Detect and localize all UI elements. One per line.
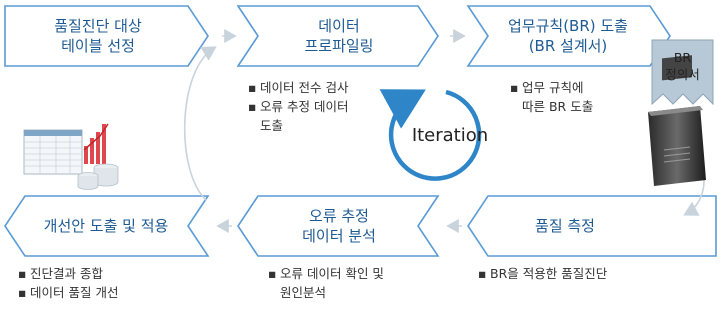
bullet-text: 데이터 전수 검사 — [260, 80, 349, 95]
step-3-label: 업무규칙(BR) 도출 (BR 설계서) — [480, 6, 656, 66]
step-4-bullets: ▪BR을 적용한 품질진단 — [478, 264, 678, 283]
bullet-text: 오류 데이터 확인 및 — [280, 266, 384, 281]
step-5-bullets: ▪오류 데이터 확인 및 원인분석 — [268, 264, 438, 302]
step-2-bullets: ▪데이터 전수 검사 ▪오류 추정 데이터 도출 — [248, 78, 398, 135]
iteration-cycle-arrow — [379, 89, 482, 181]
bullet-item: 따른 BR 도출 — [510, 97, 640, 116]
step-3-shape — [466, 5, 671, 67]
step-6-label: 개선안 도출 및 적용 — [22, 196, 190, 256]
bullet-text: 업무 규칙에 — [522, 80, 584, 95]
br-doc-line2: 정의서 — [665, 67, 700, 82]
iteration-text: Iteration — [411, 125, 489, 146]
step-4-shape — [467, 195, 717, 257]
step-3-line2: (BR 설계서) — [528, 37, 608, 55]
step-6-line1: 개선안 도출 및 적용 — [43, 217, 169, 235]
step-1-label: 품질진단 대상 테이블 선정 — [8, 6, 188, 66]
bullet-text: BR을 적용한 품질진단 — [490, 266, 608, 281]
step-3-line1: 업무규칙(BR) 도출 — [508, 17, 628, 35]
step-1-line1: 품질진단 대상 — [54, 17, 142, 35]
step-4-label: 품질 측정 — [490, 196, 640, 256]
step-6-shape — [4, 195, 210, 257]
bullet-marker: ▪ — [248, 80, 257, 95]
bullet-text: 오류 추정 데이터 — [260, 99, 349, 114]
step-5-label: 오류 추정 데이터 분석 — [256, 196, 422, 256]
bullet-text: 진단결과 종합 — [30, 266, 103, 281]
bullet-text: 도출 — [260, 118, 284, 133]
flow-arrow-left — [183, 46, 217, 201]
br-doc-line1: BR — [673, 50, 692, 65]
bullet-text: 따른 BR 도출 — [522, 99, 594, 114]
step-2-shape — [236, 5, 439, 67]
bullet-item: ▪BR을 적용한 품질진단 — [478, 264, 678, 283]
bullet-item: 원인분석 — [268, 283, 438, 302]
bullet-marker: ▪ — [18, 285, 27, 300]
bullet-marker: ▪ — [248, 99, 257, 114]
step-5-line1: 오류 추정 — [309, 207, 369, 225]
server-icon — [648, 55, 706, 186]
bullet-item: ▪데이터 전수 검사 — [248, 78, 398, 97]
iteration-label: Iteration — [396, 122, 504, 150]
bullet-marker: ▪ — [478, 266, 487, 281]
bullet-text: 원인분석 — [280, 285, 327, 300]
bullet-item: 도출 — [248, 116, 398, 135]
step-2-label: 데이터 프로파일링 — [258, 6, 420, 66]
bullet-item: ▪업무 규칙에 — [510, 78, 640, 97]
step-5-line2: 데이터 분석 — [302, 227, 376, 245]
step-6-bullets: ▪진단결과 종합 ▪데이터 품질 개선 — [18, 264, 188, 302]
bullet-item: ▪진단결과 종합 — [18, 264, 188, 283]
step-1-shape — [4, 5, 209, 67]
report-illustration — [23, 123, 119, 190]
bullet-item: ▪오류 추정 데이터 — [248, 97, 398, 116]
bullet-item: ▪오류 데이터 확인 및 — [268, 264, 438, 283]
step-4-line1: 품질 측정 — [535, 217, 595, 235]
bullet-marker: ▪ — [18, 266, 27, 281]
bullet-item: ▪데이터 품질 개선 — [18, 283, 188, 302]
step-2-line1: 데이터 — [318, 17, 360, 35]
step-2-line2: 프로파일링 — [304, 37, 374, 55]
bullet-marker: ▪ — [510, 80, 519, 95]
bullet-text: 데이터 품질 개선 — [30, 285, 119, 300]
br-document-label: BR 정의서 — [652, 46, 713, 86]
step-5-shape — [237, 195, 440, 257]
step-1-line2: 테이블 선정 — [61, 37, 135, 55]
step-3-bullets: ▪업무 규칙에 따른 BR 도출 — [510, 78, 640, 116]
bullet-marker: ▪ — [268, 266, 277, 281]
